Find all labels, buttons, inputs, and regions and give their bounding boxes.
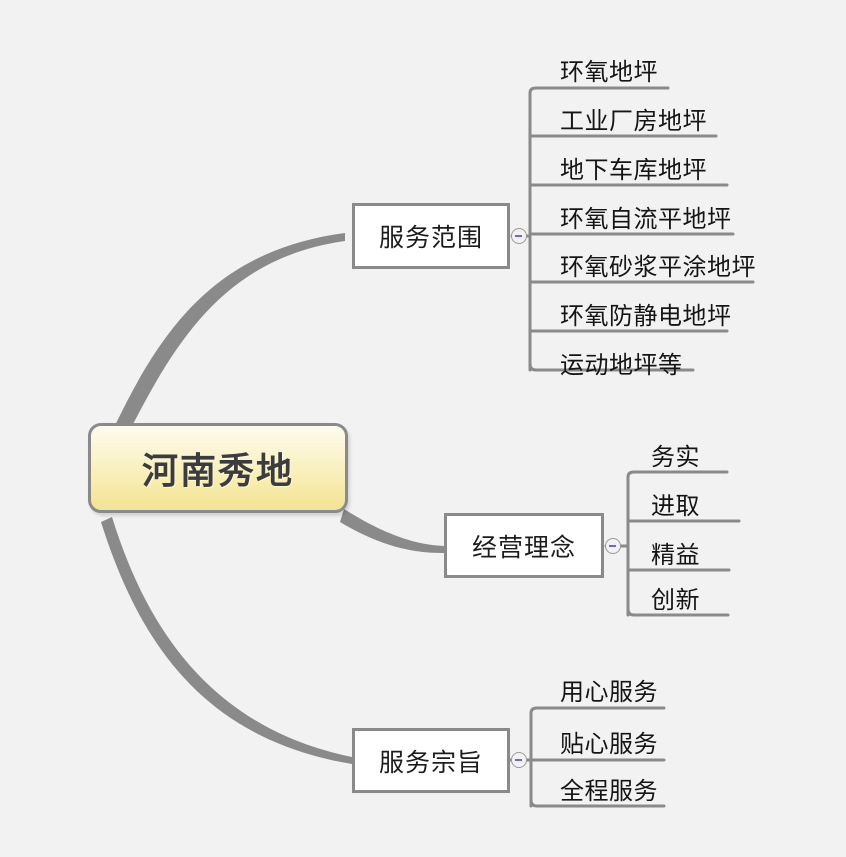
collapse-toggle-service-scope[interactable] [511, 228, 527, 244]
root-node[interactable]: 河南秀地 [88, 423, 348, 513]
leaf-node[interactable]: 环氧砂浆平涂地坪 [560, 253, 756, 281]
leaf-node[interactable]: 贴心服务 [560, 730, 658, 758]
connector-root-to-branch-2 [340, 509, 444, 553]
branch-node-label: 经营理念 [471, 532, 576, 562]
collapse-toggle-business-philosophy[interactable] [605, 538, 621, 554]
branch-node-service-scope[interactable]: 服务范围 [352, 203, 510, 269]
leaf-node[interactable]: 地下车库地坪 [560, 156, 707, 184]
leaf-node[interactable]: 用心服务 [560, 678, 658, 706]
leaf-node[interactable]: 创新 [651, 586, 700, 614]
leaf-node[interactable]: 全程服务 [560, 777, 658, 805]
branch-node-label: 服务宗旨 [378, 747, 483, 777]
branch-node-service-purpose[interactable]: 服务宗旨 [352, 728, 510, 793]
leaf-node[interactable]: 环氧自流平地坪 [560, 205, 732, 233]
leaf-node[interactable]: 环氧防静电地坪 [560, 302, 732, 330]
collapse-toggle-service-purpose[interactable] [511, 752, 527, 768]
branch-node-label: 服务范围 [378, 223, 483, 252]
leaf-node[interactable]: 运动地坪等 [560, 351, 683, 379]
leaf-node[interactable]: 环氧地坪 [560, 58, 658, 86]
leaf-node[interactable]: 进取 [651, 492, 700, 520]
connector-root-to-branch-1 [112, 233, 345, 442]
branch-node-business-philosophy[interactable]: 经营理念 [444, 513, 604, 578]
leaf-node[interactable]: 精益 [651, 541, 700, 569]
root-node-label: 河南秀地 [141, 451, 294, 492]
leaf-node[interactable]: 工业厂房地坪 [560, 107, 707, 135]
connector-root-to-branch-3 [101, 517, 352, 764]
leaf-node[interactable]: 务实 [651, 443, 700, 471]
